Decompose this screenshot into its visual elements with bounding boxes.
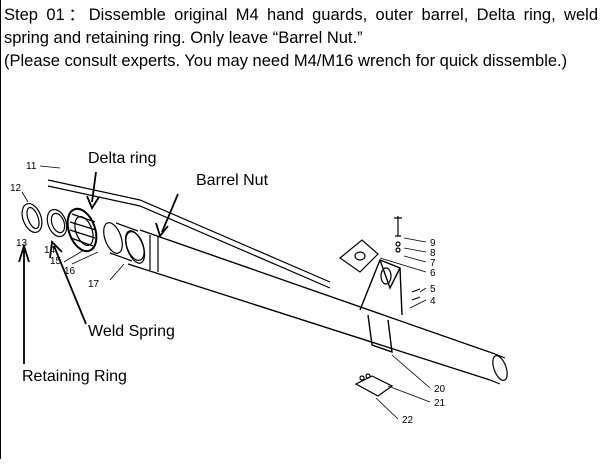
callout-barrel-nut: Barrel Nut — [196, 172, 269, 189]
instructions-text: Step 01：Dissemble original M4 hand guard… — [4, 4, 598, 73]
part-number-15: 15 — [50, 256, 62, 267]
part-number-16: 16 — [64, 266, 76, 277]
part-number-8: 8 — [430, 248, 436, 259]
sling-swivel — [354, 375, 394, 397]
gas-block-plate — [339, 239, 379, 273]
barrel — [127, 229, 496, 381]
part-number-6: 6 — [430, 268, 436, 279]
part-number-4: 4 — [430, 296, 436, 307]
part-number-5: 5 — [430, 284, 436, 295]
expert-note-text: (Please consult experts. You may need M4… — [4, 52, 568, 70]
part-number-17: 17 — [88, 279, 100, 290]
part-number-11: 11 — [26, 161, 37, 172]
gas-tube — [47, 179, 331, 283]
barrel-assembly-drawing: 11 12 13 14 15 16 17 9 8 7 6 5 4 20 21 2… — [10, 161, 508, 426]
page-left-border — [0, 0, 1, 459]
callout-arrows — [18, 171, 179, 364]
part-number-20: 20 — [434, 384, 446, 395]
callout-weld-spring: Weld Spring — [88, 323, 175, 340]
step-01-text: Step 01：Dissemble original M4 hand guard… — [4, 6, 598, 47]
callout-delta-ring: Delta ring — [88, 150, 157, 167]
gas-tube-lower — [47, 185, 331, 289]
part-number-14: 14 — [44, 245, 56, 256]
weld-spring-part — [46, 208, 68, 238]
part-number-9: 9 — [430, 238, 436, 249]
delta-ring-part — [66, 207, 98, 253]
part-number-12: 12 — [10, 183, 22, 194]
callout-retaining-ring: Retaining Ring — [22, 368, 127, 385]
front-sight-post — [394, 216, 402, 237]
retaining-ring-part — [21, 202, 43, 234]
muzzle — [492, 355, 508, 381]
part-number-22: 22 — [402, 415, 414, 426]
part-number-13: 13 — [16, 238, 28, 249]
barrel-nut-part — [103, 222, 123, 254]
part-number-7: 7 — [430, 258, 436, 269]
exploded-parts-diagram: 11 12 13 14 15 16 17 9 8 7 6 5 4 20 21 2… — [0, 140, 600, 459]
part-number-21: 21 — [434, 398, 446, 409]
